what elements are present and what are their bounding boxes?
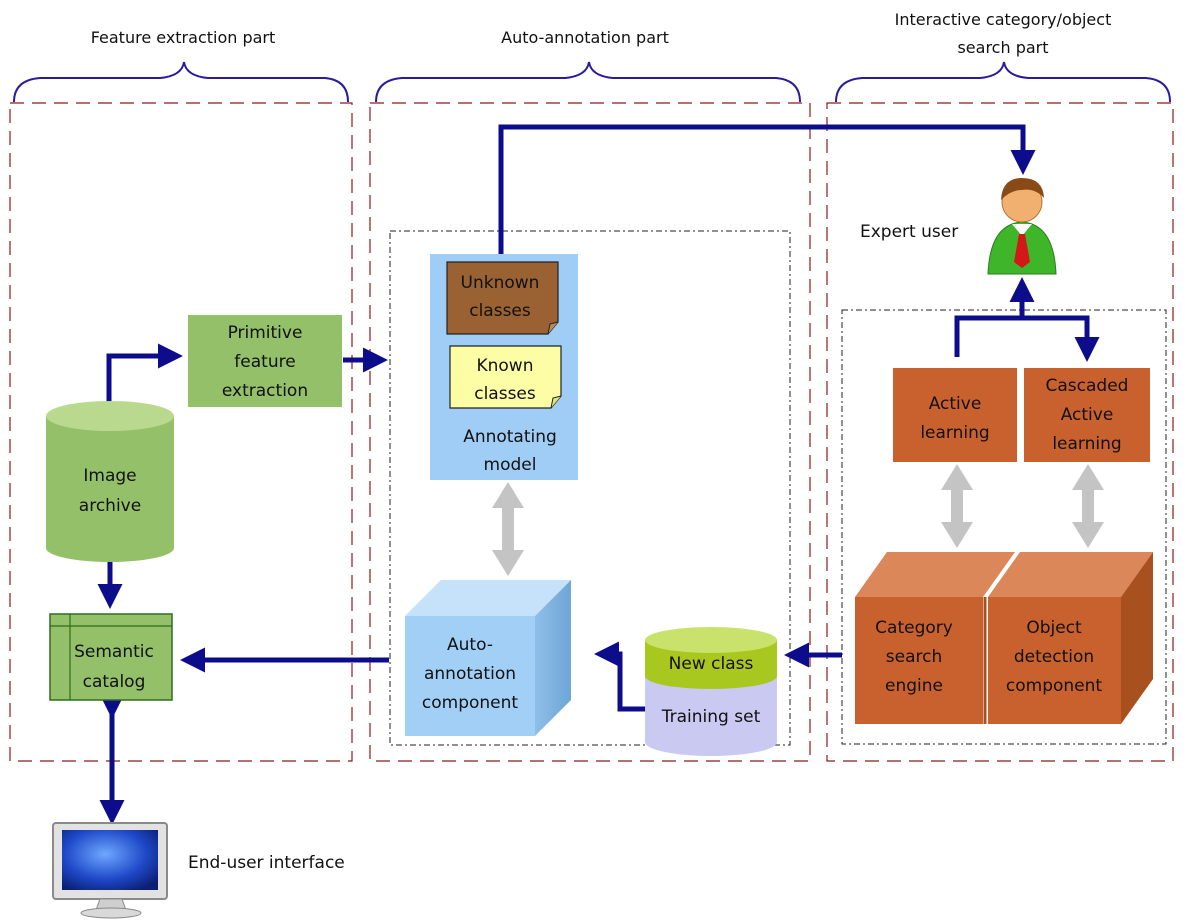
cascaded-label-1: Cascaded xyxy=(1046,376,1129,396)
auto-annotation-label-2: annotation xyxy=(424,664,516,684)
brace-interactive xyxy=(835,61,1171,103)
expert-user-icon xyxy=(987,178,1057,275)
semantic-label-1: Semantic xyxy=(74,642,154,662)
cascaded-label-3: learning xyxy=(1052,434,1121,454)
arrow-annotation-to-expert xyxy=(498,124,1036,254)
known-label-1: Known xyxy=(476,356,533,376)
monitor-icon xyxy=(52,822,168,919)
semantic-label-2: catalog xyxy=(83,672,146,692)
unknown-label-1: Unknown xyxy=(461,273,540,293)
cascaded-active-learning-box: Cascaded Active learning xyxy=(1024,368,1150,462)
image-archive-label-1: Image xyxy=(83,466,136,486)
gray-arrow-cascaded-object xyxy=(1072,464,1104,548)
arrow-trainingset-to-component xyxy=(594,641,645,712)
image-archive-label-2: archive xyxy=(79,496,141,516)
unknown-classes-note: Unknown classes xyxy=(446,261,559,335)
training-set-cylinder: New class Training set xyxy=(645,627,777,756)
category-label-3: engine xyxy=(885,676,943,696)
auto-annotation-label-3: component xyxy=(422,693,519,713)
known-label-2: classes xyxy=(474,384,536,404)
section-label-feature: Feature extraction part xyxy=(91,28,276,47)
active-learning-label-1: Active xyxy=(929,394,982,414)
category-search-engine-cube: Category search engine xyxy=(855,552,1015,724)
active-learning-box: Active learning xyxy=(893,368,1017,462)
primitive-label-3: extraction xyxy=(222,381,308,401)
annotating-model-label-1: Annotating xyxy=(463,427,557,447)
object-label-2: detection xyxy=(1014,647,1094,667)
primitive-label-1: Primitive xyxy=(228,323,303,343)
section-label-auto: Auto-annotation part xyxy=(501,28,669,47)
section-feature-extraction xyxy=(9,102,353,762)
known-classes-note: Known classes xyxy=(449,345,562,409)
section-label-interactive-2: search part xyxy=(957,38,1048,57)
unknown-label-2: classes xyxy=(469,301,531,321)
end-user-interface-label: End-user interface xyxy=(188,853,345,873)
section-label-interactive-1: Interactive category/object xyxy=(895,10,1112,29)
auto-annotation-label-1: Auto- xyxy=(447,635,493,655)
cascaded-label-2: Active xyxy=(1061,405,1114,425)
object-label-1: Object xyxy=(1026,618,1082,638)
gray-arrow-active-category xyxy=(941,464,973,548)
new-class-label: New class xyxy=(669,654,754,674)
brace-feature xyxy=(13,61,349,103)
annotation-subsystem-box xyxy=(389,230,791,746)
brace-auto xyxy=(375,61,801,103)
image-archive-cylinder: Image archive xyxy=(46,401,174,562)
expert-user-label: Expert user xyxy=(860,222,958,242)
active-learning-label-2: learning xyxy=(920,423,989,443)
section-interactive-search xyxy=(826,102,1174,762)
annotating-model-label-2: model xyxy=(484,455,537,475)
primitive-label-2: feature xyxy=(234,352,295,372)
category-label-1: Category xyxy=(875,618,953,638)
arrow-archive-to-primitive xyxy=(106,343,183,413)
section-auto-annotation xyxy=(369,102,811,762)
object-detection-cube: Object detection component xyxy=(983,552,1153,724)
arrow-expert-to-learning xyxy=(954,315,1087,357)
primitive-feature-extraction-box: Primitive feature extraction xyxy=(188,315,342,407)
semantic-catalog-table: Semantic catalog xyxy=(49,613,173,701)
gray-arrow-model-component xyxy=(492,482,524,576)
auto-annotation-cube: Auto- annotation component xyxy=(405,580,571,736)
training-set-label: Training set xyxy=(661,707,761,727)
category-label-2: search xyxy=(886,647,942,667)
object-label-3: component xyxy=(1006,676,1103,696)
search-subsystem-box xyxy=(841,309,1167,745)
